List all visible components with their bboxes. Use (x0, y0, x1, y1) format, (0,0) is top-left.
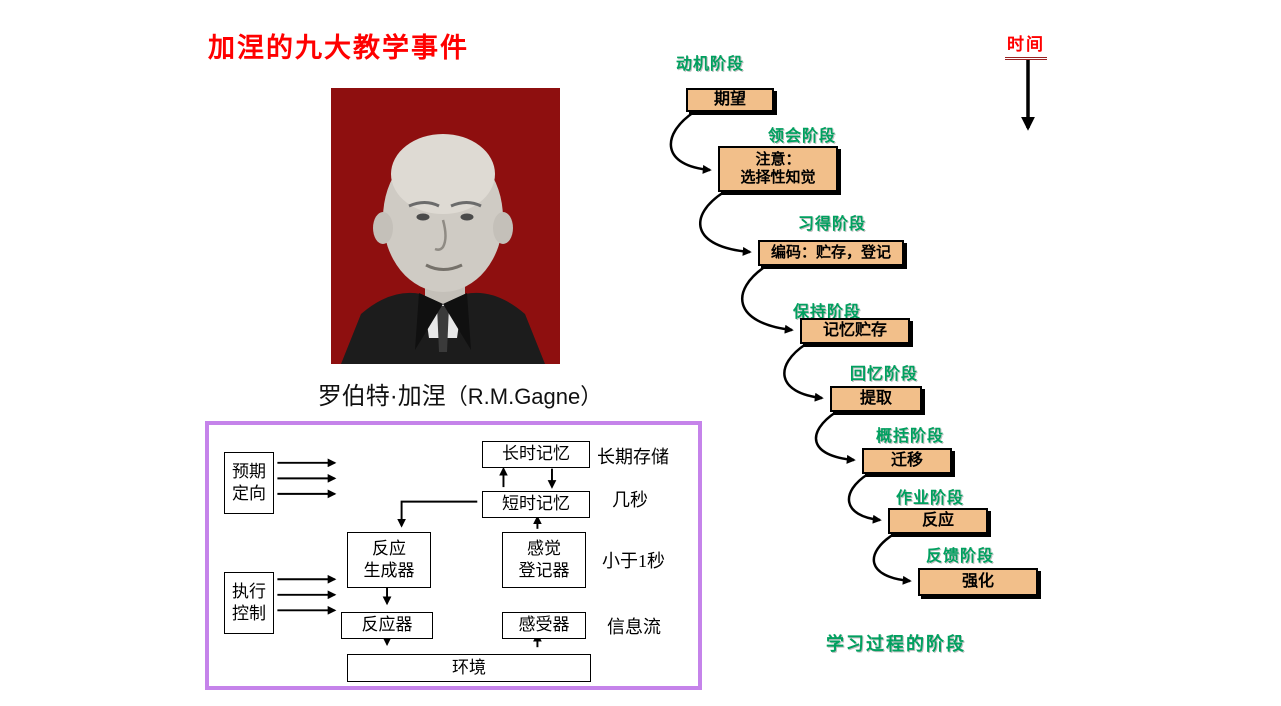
short-term-memory-box: 短时记忆 (482, 491, 590, 518)
caption-name-cn: 罗伯特·加涅 (317, 383, 446, 410)
portrait-photo (331, 88, 560, 364)
stage-box-encoding: 编码：贮存，登记 (758, 240, 904, 266)
portrait-caption: 罗伯特·加涅（R.M.Gagne） (250, 376, 670, 411)
note-information-flow: 信息流 (607, 617, 661, 637)
long-term-memory-box: 长时记忆 (482, 441, 590, 468)
note-few-seconds: 几秒 (612, 490, 648, 510)
stage-box-reinforcement: 强化 (918, 568, 1038, 596)
stage-box-attention: 注意： 选择性知觉 (718, 146, 838, 192)
page-title: 加涅的九大教学事件 (208, 33, 469, 63)
stage-label-retention: 保持阶段 (793, 304, 862, 321)
stage-label-acquisition: 习得阶段 (798, 216, 867, 233)
stage-box-transfer: 迁移 (862, 448, 952, 474)
stage-box-response: 反应 (888, 508, 988, 534)
stage-label-motivation: 动机阶段 (676, 56, 745, 73)
stage-box-expectation: 期望 (686, 88, 774, 112)
anticipation-box: 预期 定向 (224, 452, 274, 514)
note-under-one-second: 小于1秒 (602, 551, 665, 571)
stage-label-recall: 回忆阶段 (850, 366, 919, 383)
portrait-illustration (331, 88, 560, 364)
stage-label-comprehension: 领会阶段 (768, 128, 837, 145)
environment-box: 环境 (347, 654, 591, 682)
response-generator-box: 反应 生成器 (347, 532, 431, 588)
note-long-term-storage: 长期存储 (597, 447, 669, 467)
stages-footer-label: 学习过程的阶段 (826, 634, 966, 654)
stage-label-feedback: 反馈阶段 (926, 548, 995, 565)
stage-label-performance: 作业阶段 (896, 490, 965, 507)
time-axis-label: 时间 (1005, 30, 1047, 60)
caption-name-en: （R.M.Gagne） (445, 384, 603, 409)
executive-control-box: 执行 控制 (224, 572, 274, 634)
receptor-box: 感受器 (502, 612, 586, 639)
effector-box: 反应器 (341, 612, 433, 639)
stage-box-memory-storage: 记忆贮存 (800, 318, 910, 344)
stage-label-generalization: 概括阶段 (876, 428, 945, 445)
information-processing-diagram: 预期 定向 执行 控制 长时记忆 短时记忆 反应 生成器 感觉 登记器 反应器 … (205, 421, 702, 690)
stage-box-retrieval: 提取 (830, 386, 922, 412)
sensory-register-box: 感觉 登记器 (502, 532, 586, 588)
